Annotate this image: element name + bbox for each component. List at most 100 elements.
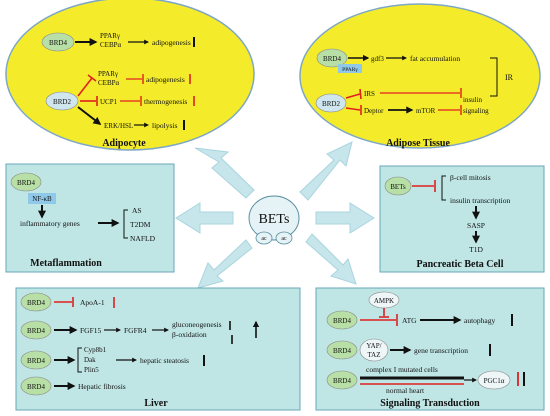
bets-bracket: [441, 175, 446, 201]
brd2-label: BRD2: [322, 100, 340, 108]
bets-node: [384, 176, 412, 196]
brd4-label: BRD4: [27, 357, 45, 365]
mtor-label: mTOR: [416, 107, 436, 115]
pgc-label: PGC1α: [484, 377, 505, 385]
metaflammation-title: Metaflammation: [30, 258, 102, 269]
mitosis-label: β-cell mitosis: [450, 173, 491, 182]
cyp-label: Cyp8b1: [84, 346, 107, 354]
adipose-title: Adipose Tissue: [386, 138, 450, 149]
arrow-to-adipose: [299, 141, 353, 201]
t2dm-label: T2DM: [130, 220, 151, 229]
ucp1-label: UCP1: [100, 98, 118, 106]
yap-label: YAP/: [366, 342, 381, 350]
nafld-label: NAFLD: [130, 234, 156, 243]
adipose-panel: BRD4 PPARγ gdf3 fat accumulation IR BRD2…: [299, 3, 541, 149]
brd4-node: [326, 370, 358, 390]
brd4-node: [326, 310, 358, 330]
brd4-label: BRD4: [27, 299, 45, 307]
liver-panel: BRD4 ApoA-1 BRD4 FGF15 FGFR4 gluconeogen…: [15, 287, 301, 411]
brd4-node: [10, 172, 42, 192]
pparg-box: [338, 64, 362, 73]
brd4-label: BRD4: [333, 377, 351, 385]
lipolysis-label: lipolysis: [152, 121, 178, 130]
big-arrows: [175, 141, 375, 289]
complex-label: complex I mutated cells: [366, 365, 438, 374]
inhibit-ppar-bar: [87, 74, 97, 82]
yap-node: [359, 338, 389, 362]
arrow-brd2-erk: [77, 106, 102, 125]
pancreatic-title: Pancreatic Beta Cell: [416, 259, 503, 270]
ac-label-2: ac: [281, 236, 287, 242]
adipocyte-panel: BRD4 PPARγ CEBPα adipogenesis BRD2 PPARγ…: [5, 0, 255, 151]
ir-bracket: [490, 57, 498, 97]
erk-label: ERK/HSL: [104, 122, 133, 130]
nfkb-label: NF-κB: [32, 195, 52, 203]
cebpa-label: CEBPα: [100, 41, 122, 49]
brd2-label: BRD2: [53, 98, 71, 106]
normal-label: normal heart: [386, 386, 425, 395]
metaflammation-panel: BRD4 NF-κB inflammatory genes AS T2DM NA…: [5, 163, 175, 273]
ampk-label: AMPK: [374, 297, 394, 305]
as-label: AS: [132, 206, 142, 215]
cyp-bracket: [77, 347, 82, 373]
liver-box: [15, 287, 301, 411]
pancreatic-panel: BETs β-cell mitosis insulin transcriptio…: [379, 165, 545, 273]
steatosis-label: hepatic steatosis: [140, 356, 189, 365]
brd4-node: [20, 350, 52, 370]
pparg-label: PPARγ: [342, 67, 358, 73]
liver-title: Liver: [144, 398, 168, 409]
inhibit-ppar: [77, 77, 93, 97]
inhibit-deptor: [345, 107, 361, 111]
fgfr4-label: FGFR4: [124, 326, 147, 335]
atg-label: ATG: [402, 316, 417, 325]
inhibit-irs: [345, 93, 361, 99]
brd4-label: BRD4: [333, 317, 351, 325]
bets-label: BETs: [390, 183, 406, 191]
brd4-node: [20, 292, 52, 312]
dak-label: Dak: [84, 356, 96, 364]
nfkb-box: [28, 193, 56, 204]
taz-label: TAZ: [367, 351, 380, 359]
pgc-node: [477, 370, 511, 390]
plin-label: Plin5: [84, 366, 99, 374]
arrow-to-signaling: [305, 233, 357, 285]
apoa1-label: ApoA-1: [80, 298, 105, 307]
genes-label: inflammatory genes: [20, 219, 80, 228]
autophagy-label: autophagy: [464, 316, 495, 325]
fat-label: fat accumulation: [410, 54, 460, 63]
brd4-label: BRD4: [333, 347, 351, 355]
thermogenesis-label: thermogenesis: [144, 97, 187, 106]
brd4-node: [316, 48, 348, 68]
irs-label: IRS: [364, 90, 375, 98]
brd4-node: [326, 340, 358, 360]
t1d-label: T1D: [469, 245, 483, 254]
gluconeogenesis-label: gluconeogenesis: [172, 320, 222, 329]
bets-center-label: BETs: [259, 212, 290, 227]
fgf15-label: FGF15: [80, 326, 102, 335]
signaling-panel: AMPK BRD4 ATG autophagy BRD4 YAP/ TAZ ge…: [315, 287, 545, 411]
ac-label-1: ac: [261, 236, 267, 242]
ir-label: IR: [505, 73, 514, 82]
cebpa2-label: CEBPα: [98, 79, 120, 87]
brd2-node: [45, 91, 79, 111]
arrow-to-liver: [197, 239, 253, 289]
adipocyte-title: Adipocyte: [102, 138, 146, 149]
adipogenesis2-label: adipogenesis: [146, 75, 185, 84]
ac-node-1: [255, 231, 273, 245]
signaling-label: signaling: [463, 107, 489, 115]
brd4-label: BRD4: [323, 55, 341, 63]
brd2-node: [315, 93, 347, 113]
fibrosis-label: Hepatic fibrosis: [78, 382, 126, 391]
pparg2-label: PPARγ: [98, 70, 118, 78]
brd4-node: [41, 32, 75, 52]
deptor-label: Deptor: [364, 107, 384, 115]
brd4-label: BRD4: [49, 39, 67, 47]
inhibit-irs-bar: [359, 88, 362, 100]
center-bets: BETs ac ac: [248, 195, 300, 245]
boxidation-label: β-oxidation: [172, 330, 207, 339]
adipose-ellipse: [299, 3, 541, 149]
brd4-node: [20, 320, 52, 340]
adipogenesis-label: adipogenesis: [152, 38, 191, 47]
brd4-label: BRD4: [17, 179, 35, 187]
